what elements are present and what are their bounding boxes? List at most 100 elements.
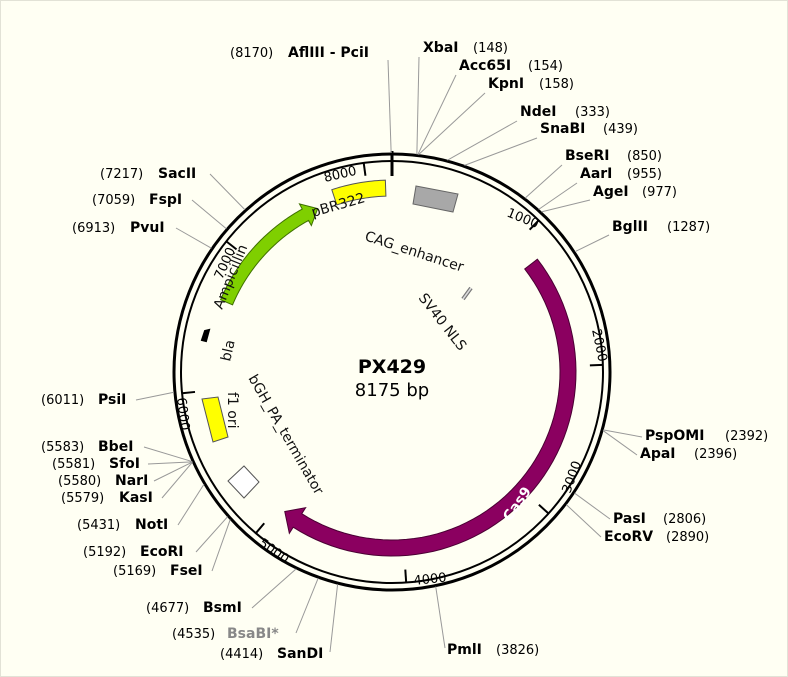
tick-label-5000: 5000 (256, 536, 292, 567)
site-leader-10 (603, 429, 643, 438)
site-pasI[interactable]: PasI (613, 511, 646, 527)
bla-bar (200, 328, 211, 343)
bla-label: bla (218, 338, 238, 362)
site-ndeI[interactable]: NdeI (520, 104, 556, 120)
site-acc65I[interactable]: Acc65I (459, 58, 511, 74)
site-pos-fspI: (7059) (92, 193, 135, 208)
site-leader-3 (418, 92, 486, 155)
site-pmlI[interactable]: PmlI (447, 642, 482, 658)
pbr322-feature[interactable] (331, 179, 387, 206)
tick-marks (181, 151, 603, 583)
site-aflIII-pciI[interactable]: AflIII - PciI (288, 45, 369, 61)
site-pos-apaI: (2396) (694, 447, 737, 462)
site-pos-ndeI: (333) (575, 105, 610, 120)
site-leader-19 (195, 516, 229, 553)
site-leader-28 (209, 173, 246, 211)
site-sfoI[interactable]: SfoI (109, 456, 140, 472)
tick-label-4000: 4000 (413, 571, 447, 589)
site-pos-sfoI: (5581) (52, 457, 95, 472)
site-pos-aflIII-pciI: (8170) (230, 46, 273, 61)
site-leader-21 (161, 461, 193, 499)
site-aarI[interactable]: AarI (580, 166, 612, 182)
tick-3000 (538, 504, 550, 515)
site-fspI[interactable]: FspI (149, 192, 182, 208)
site-pos-fseI: (5169) (113, 564, 156, 579)
site-bsaBI[interactable]: BsaBI* (227, 626, 279, 642)
site-leader-lines (135, 56, 643, 653)
site-pos-ageI: (977) (642, 185, 677, 200)
site-pspOMI[interactable]: PspOMI (645, 428, 704, 444)
site-leader-9 (574, 234, 610, 253)
site-fseI[interactable]: FseI (170, 563, 203, 579)
cag-enhancer-feature[interactable] (412, 185, 459, 213)
tick-1000 (528, 219, 540, 231)
site-leader-8 (541, 199, 591, 213)
sv40-nls-highlight (462, 287, 472, 300)
tick-label-8000: 8000 (323, 164, 359, 186)
site-pos-bglII: (1287) (667, 220, 710, 235)
site-pos-sanDI: (4414) (220, 647, 263, 662)
cag-enhancer-label: CAG_enhancer (363, 229, 466, 276)
site-leader-13 (565, 504, 602, 538)
tick-label-2000: 2000 (588, 328, 610, 363)
site-sanDI[interactable]: SanDI (277, 646, 323, 662)
site-leader-12 (574, 492, 611, 520)
site-leader-4 (447, 120, 518, 161)
tick-4000 (404, 569, 408, 583)
site-leader-0 (387, 59, 392, 154)
site-leader-25 (135, 391, 175, 401)
site-leader-23 (147, 461, 193, 465)
site-bseRI[interactable]: BseRI (565, 148, 610, 164)
site-bsmI[interactable]: BsmI (203, 600, 242, 616)
tick-7000 (225, 240, 238, 251)
site-leader-15 (329, 584, 339, 653)
bgh-pa-terminator-feature[interactable] (227, 465, 260, 499)
site-sacII[interactable]: SacII (158, 166, 196, 182)
site-kasI[interactable]: KasI (119, 490, 153, 506)
site-snaBI[interactable]: SnaBI (540, 121, 585, 137)
plasmid-name: PX429 (358, 356, 426, 378)
site-pos-pspOMI: (2392) (725, 429, 768, 444)
site-ecoRV[interactable]: EcoRV (604, 529, 653, 545)
tick-8000 (362, 162, 367, 176)
site-narI[interactable]: NarI (115, 473, 148, 489)
site-pvuI[interactable]: PvuI (130, 220, 165, 236)
site-pos-psiI: (6011) (41, 393, 84, 408)
site-leader-7 (538, 182, 578, 210)
site-pos-sacII: (7217) (100, 167, 143, 182)
site-pos-pmlI: (3826) (496, 643, 539, 658)
site-psiI[interactable]: PsiI (98, 392, 126, 408)
restriction-site-labels: (8170) AflIII - PciI XbaI (148) Acc65I (… (41, 40, 768, 662)
site-bglII[interactable]: BglII (612, 219, 648, 235)
tick-label-6000: 6000 (173, 397, 192, 432)
site-leader-26 (175, 227, 212, 249)
site-pos-ecoRV: (2890) (666, 530, 709, 545)
site-pos-aarI: (955) (627, 167, 662, 182)
site-notI[interactable]: NotI (135, 517, 168, 533)
site-ecoRI[interactable]: EcoRI (140, 544, 183, 560)
site-apaI[interactable]: ApaI (640, 446, 676, 462)
bgh-pa-terminator-label: bGH_PA_terminator (245, 372, 327, 498)
site-pos-kpnI: (158) (539, 77, 574, 92)
site-leader-20 (177, 483, 205, 526)
site-pos-notI: (5431) (77, 518, 120, 533)
site-pos-snaBI: (439) (603, 122, 638, 137)
site-pos-pvuI: (6913) (72, 221, 115, 236)
site-pos-bsmI: (4677) (146, 601, 189, 616)
site-bbeI[interactable]: BbeI (98, 439, 133, 455)
site-kpnI[interactable]: KpnI (488, 76, 524, 92)
site-leader-6 (524, 164, 563, 199)
tick-6000 (181, 390, 196, 395)
site-leader-22 (153, 461, 193, 482)
site-pos-narI: (5580) (58, 474, 101, 489)
site-xbaI[interactable]: XbaI (423, 40, 458, 56)
site-pos-ecoRI: (5192) (83, 545, 126, 560)
ampicillin-feature[interactable] (219, 203, 319, 306)
site-ageI[interactable]: AgeI (593, 184, 629, 200)
site-leader-24 (143, 446, 193, 463)
site-pos-xbaI: (148) (473, 41, 508, 56)
cas9-feature[interactable] (284, 258, 577, 557)
f1-ori-feature[interactable] (201, 396, 229, 443)
site-leader-5 (464, 137, 538, 166)
